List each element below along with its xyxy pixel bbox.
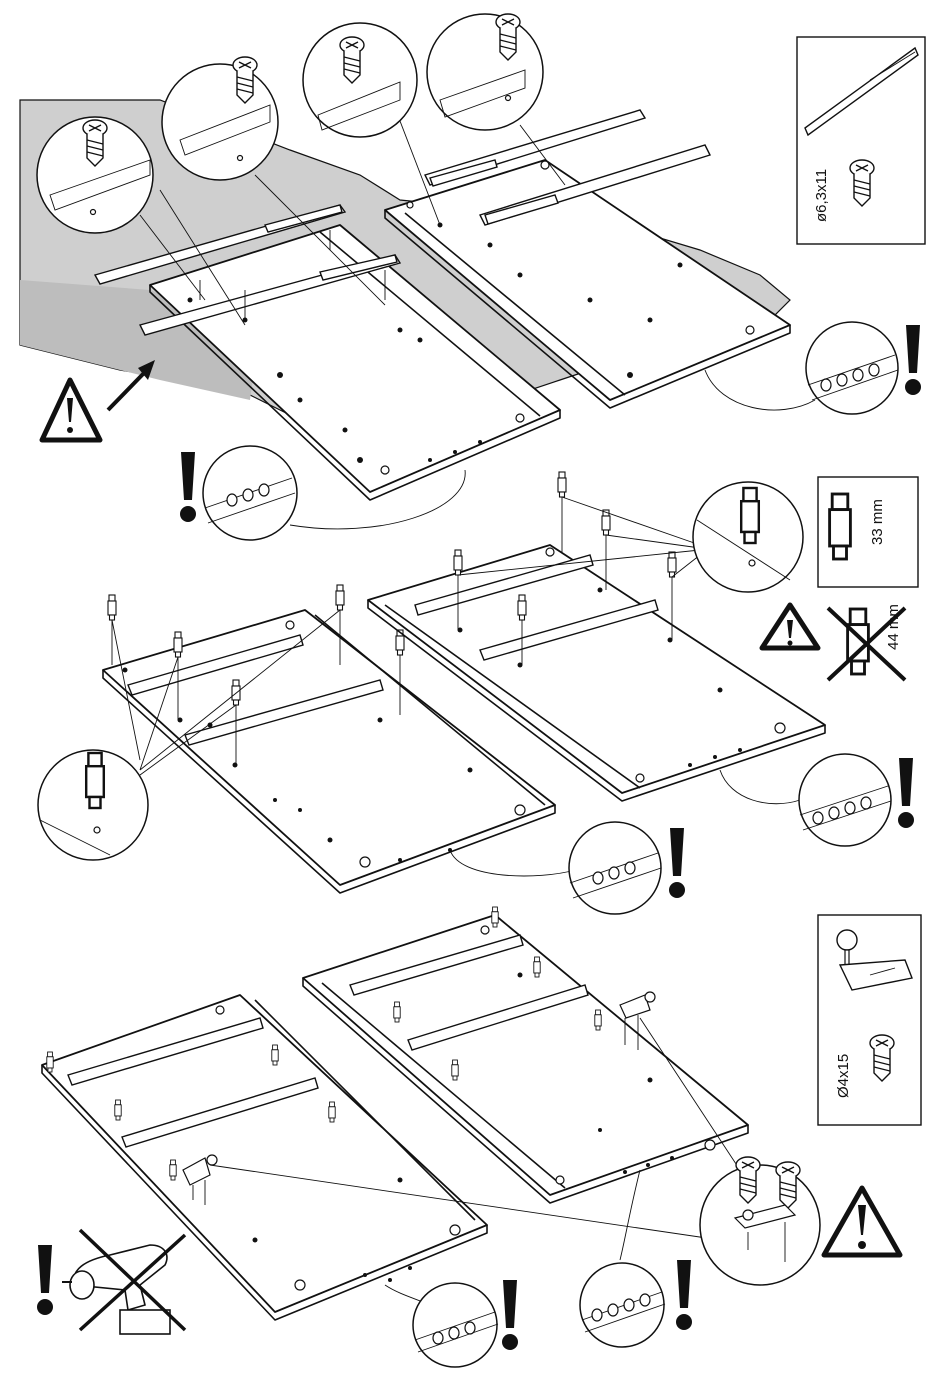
hole-row-detail-left xyxy=(450,822,685,914)
no-power-drill-icon xyxy=(62,1230,185,1334)
exclamation-icon xyxy=(905,325,921,395)
screw-spec-box: ø6,3x11 xyxy=(797,37,925,244)
warning-triangle-icon xyxy=(42,380,100,440)
exclamation-icon xyxy=(676,1260,692,1330)
screw-size-label-1: ø6,3x11 xyxy=(813,169,830,222)
exclamation-icon xyxy=(180,452,196,522)
arrow-icon xyxy=(108,372,145,410)
hole-row-detail-right xyxy=(580,1170,692,1347)
exclamation-icon xyxy=(37,1245,53,1315)
dowel-length-label: 33 mm xyxy=(869,499,886,545)
warning-triangle-icon xyxy=(762,605,818,648)
screw-size-label-3: Ø4x15 xyxy=(835,1054,852,1098)
step-1-drawer-runners: ø6,3x11 xyxy=(20,14,925,540)
exclamation-icon xyxy=(898,758,914,828)
wrong-dowel-crossed: 44 mm xyxy=(828,604,905,680)
exclamation-icon xyxy=(669,828,685,898)
warning-triangle-icon xyxy=(824,1188,900,1255)
bracket-spec-box: Ø4x15 xyxy=(818,915,921,1125)
hole-row-detail-left xyxy=(385,1280,518,1367)
hole-row-detail-right xyxy=(720,754,914,846)
exclamation-icon xyxy=(502,1280,518,1350)
dowel-spec-box: 33 mm xyxy=(818,477,918,587)
step-3-cam-brackets: Ø4x15 xyxy=(37,907,921,1367)
step-2-dowels: 33 mm 44 mm xyxy=(38,472,918,914)
